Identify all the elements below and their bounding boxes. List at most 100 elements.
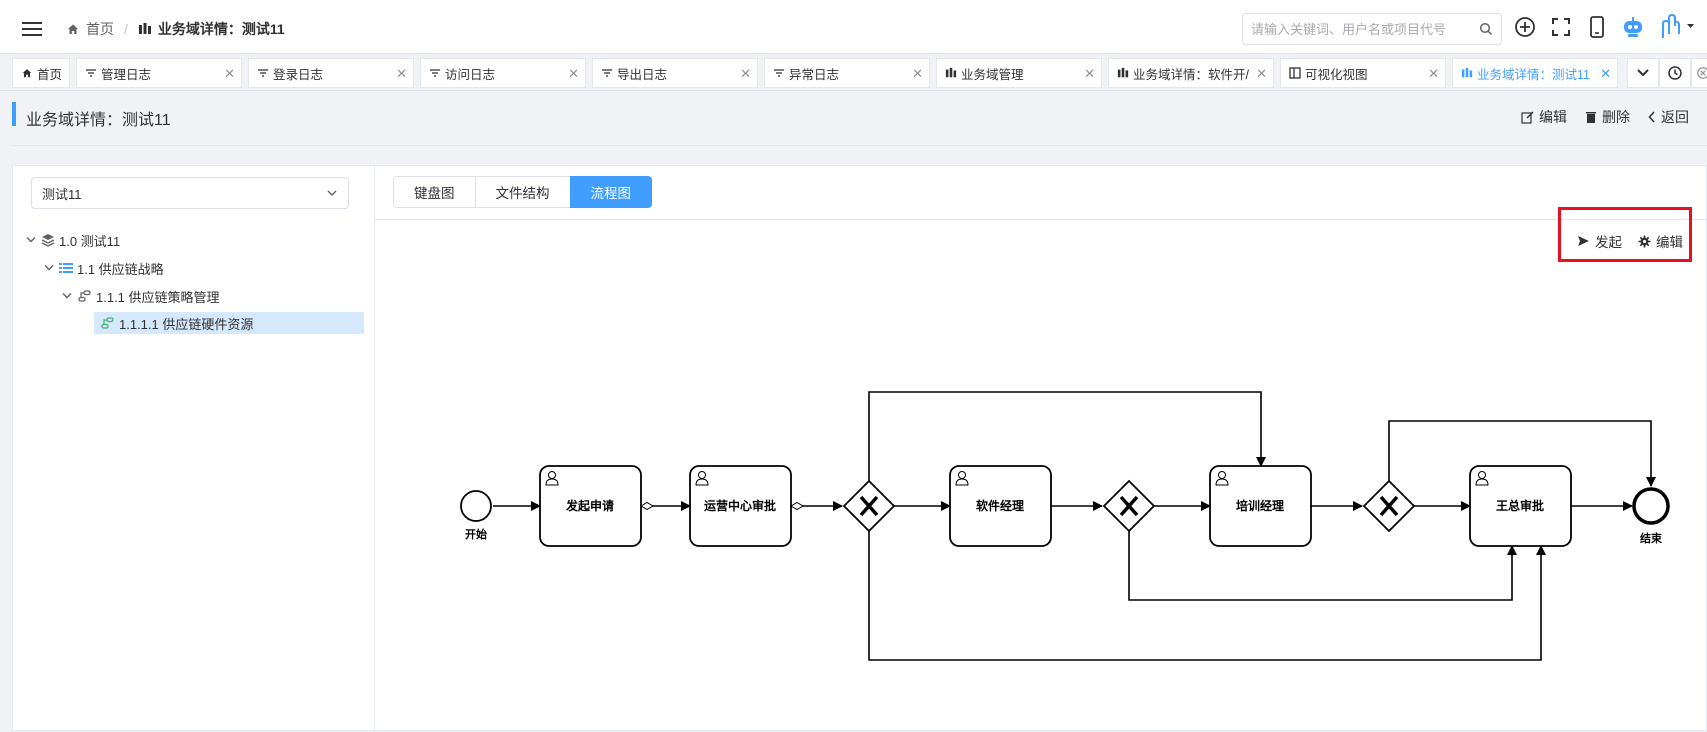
menu-toggle-icon[interactable]	[22, 22, 42, 36]
list-icon	[59, 262, 73, 274]
home-icon	[68, 24, 78, 34]
send-icon	[1578, 236, 1589, 246]
tab-export-log[interactable]: 导出日志 ✕	[592, 58, 758, 88]
edit-icon	[1521, 111, 1534, 124]
robot-icon[interactable]	[1620, 14, 1646, 40]
edit-flow-button[interactable]: 编辑	[1638, 231, 1683, 251]
close-icon[interactable]: ✕	[912, 66, 923, 81]
delete-button[interactable]: 删除	[1585, 107, 1630, 127]
flow-green-icon	[100, 317, 115, 329]
task-node[interactable]: 软件经理	[949, 465, 1052, 547]
tab-flowchart[interactable]: 流程图	[569, 176, 652, 208]
tab-login-log[interactable]: 登录日志 ✕	[248, 58, 414, 88]
back-button[interactable]: 返回	[1648, 107, 1689, 127]
layout-icon	[1289, 67, 1301, 79]
trash-icon	[1586, 111, 1596, 123]
exclusive-gateway[interactable]	[842, 479, 896, 533]
add-circle-icon[interactable]	[1512, 14, 1538, 40]
task-node[interactable]: 培训经理	[1209, 465, 1312, 547]
close-all-icon[interactable]	[1691, 58, 1707, 88]
tab-domain-detail-software[interactable]: 业务域详情：软件开/ ✕	[1108, 58, 1274, 88]
close-icon[interactable]: ✕	[224, 66, 235, 81]
exclusive-gateway[interactable]	[1362, 479, 1416, 533]
task-node[interactable]: 发起申请	[539, 465, 642, 547]
chevron-down-icon	[327, 190, 337, 196]
end-event[interactable]	[1632, 487, 1670, 525]
touch-icon[interactable]	[1656, 14, 1696, 40]
filter-icon	[773, 67, 785, 79]
breadcrumb: 首页 / 业务域详情：测试11	[66, 19, 285, 39]
end-label: 结束	[1639, 531, 1663, 545]
highlight-box	[1558, 207, 1692, 262]
start-event[interactable]	[460, 490, 492, 522]
task-label: 发起申请	[565, 498, 614, 513]
title-accent-bar	[12, 102, 16, 126]
view-switcher: 键盘图 文件结构 流程图	[393, 176, 652, 208]
building-icon	[138, 23, 151, 34]
tree-node-1[interactable]: 1.0 测试11	[23, 229, 120, 251]
chevron-down-icon[interactable]	[23, 236, 39, 244]
tab-error-log[interactable]: 异常日志 ✕	[764, 58, 930, 88]
tab-domain-detail-test11[interactable]: 业务域详情：测试11 ✕	[1452, 58, 1618, 88]
flow-edges	[493, 391, 1656, 661]
home-icon	[21, 67, 33, 79]
fullscreen-icon[interactable]	[1548, 14, 1574, 40]
filter-icon	[601, 67, 613, 79]
search-input[interactable]	[1243, 14, 1463, 44]
building-icon	[1461, 67, 1473, 79]
exclusive-gateway[interactable]	[1102, 479, 1156, 533]
close-icon[interactable]: ✕	[568, 66, 579, 81]
search-icon[interactable]	[1479, 22, 1493, 36]
building-icon	[1117, 67, 1129, 79]
tab-manage-log[interactable]: 管理日志 ✕	[76, 58, 242, 88]
divider	[12, 145, 1707, 146]
flow-icon	[77, 290, 92, 302]
chevron-left-icon	[1648, 111, 1655, 123]
filter-icon	[85, 67, 97, 79]
close-icon[interactable]: ✕	[740, 66, 751, 81]
tab-visual-view[interactable]: 可视化视图 ✕	[1280, 58, 1446, 88]
task-label: 运营中心审批	[704, 498, 776, 513]
top-bar: 首页 / 业务域详情：测试11	[0, 0, 1707, 54]
mobile-icon[interactable]	[1584, 14, 1610, 40]
start-label: 开始	[465, 527, 487, 541]
right-panel: 键盘图 文件结构 流程图 发起 编辑	[374, 165, 1707, 731]
tree-node-1-1-1-1[interactable]: 1.1.1.1 供应链硬件资源	[94, 312, 364, 334]
task-node[interactable]: 王总审批	[1469, 465, 1572, 547]
tree-node-1-1[interactable]: 1.1 供应链战略	[41, 257, 164, 279]
chevron-down-icon[interactable]	[41, 264, 57, 272]
domain-select[interactable]: 测试11	[31, 177, 349, 209]
task-label: 王总审批	[1496, 498, 1544, 513]
task-node[interactable]: 运营中心审批	[689, 465, 792, 547]
chevron-down-icon[interactable]	[59, 292, 75, 300]
close-icon[interactable]: ✕	[1600, 66, 1611, 81]
tab-domain-manage[interactable]: 业务域管理 ✕	[936, 58, 1102, 88]
tab-access-log[interactable]: 访问日志 ✕	[420, 58, 586, 88]
history-icon[interactable]	[1659, 58, 1691, 88]
tab-home[interactable]: 首页	[12, 58, 70, 88]
left-panel: 测试11 1.0 测试11 1.1 供应链战略 1.1.1 供应链策略管理 1.…	[12, 165, 374, 731]
close-icon[interactable]: ✕	[1084, 66, 1095, 81]
start-flow-button[interactable]: 发起	[1577, 231, 1622, 251]
building-icon	[945, 67, 957, 79]
filter-icon	[429, 67, 441, 79]
flowchart-canvas: 开始 结束 发起申请 运营中心审批 软件经理 培训经理 王总审批	[460, 391, 1670, 661]
edit-button[interactable]: 编辑	[1521, 107, 1567, 127]
close-icon[interactable]: ✕	[396, 66, 407, 81]
page-header: 业务域详情：测试11 编辑 删除 返回	[0, 92, 1707, 142]
task-label: 培训经理	[1236, 498, 1284, 513]
tab-file-structure[interactable]: 文件结构	[474, 176, 571, 208]
tree-node-1-1-1[interactable]: 1.1.1 供应链策略管理	[59, 285, 220, 307]
close-icon[interactable]: ✕	[1254, 66, 1267, 82]
breadcrumb-home[interactable]: 首页	[66, 19, 114, 39]
tabs-bar: 首页 管理日志 ✕ 登录日志 ✕ 访问日志 ✕ 导出日志 ✕ 异常日志 ✕ 业务…	[0, 55, 1707, 91]
search-box	[1242, 13, 1502, 45]
task-label: 软件经理	[976, 498, 1024, 513]
filter-icon	[257, 67, 269, 79]
page-title: 业务域详情：测试11	[26, 112, 171, 129]
layers-icon	[41, 233, 55, 247]
chevron-down-icon[interactable]	[1627, 58, 1659, 88]
close-icon[interactable]: ✕	[1428, 66, 1439, 81]
gear-icon	[1638, 235, 1651, 247]
breadcrumb-current: 业务域详情：测试11	[138, 19, 285, 39]
